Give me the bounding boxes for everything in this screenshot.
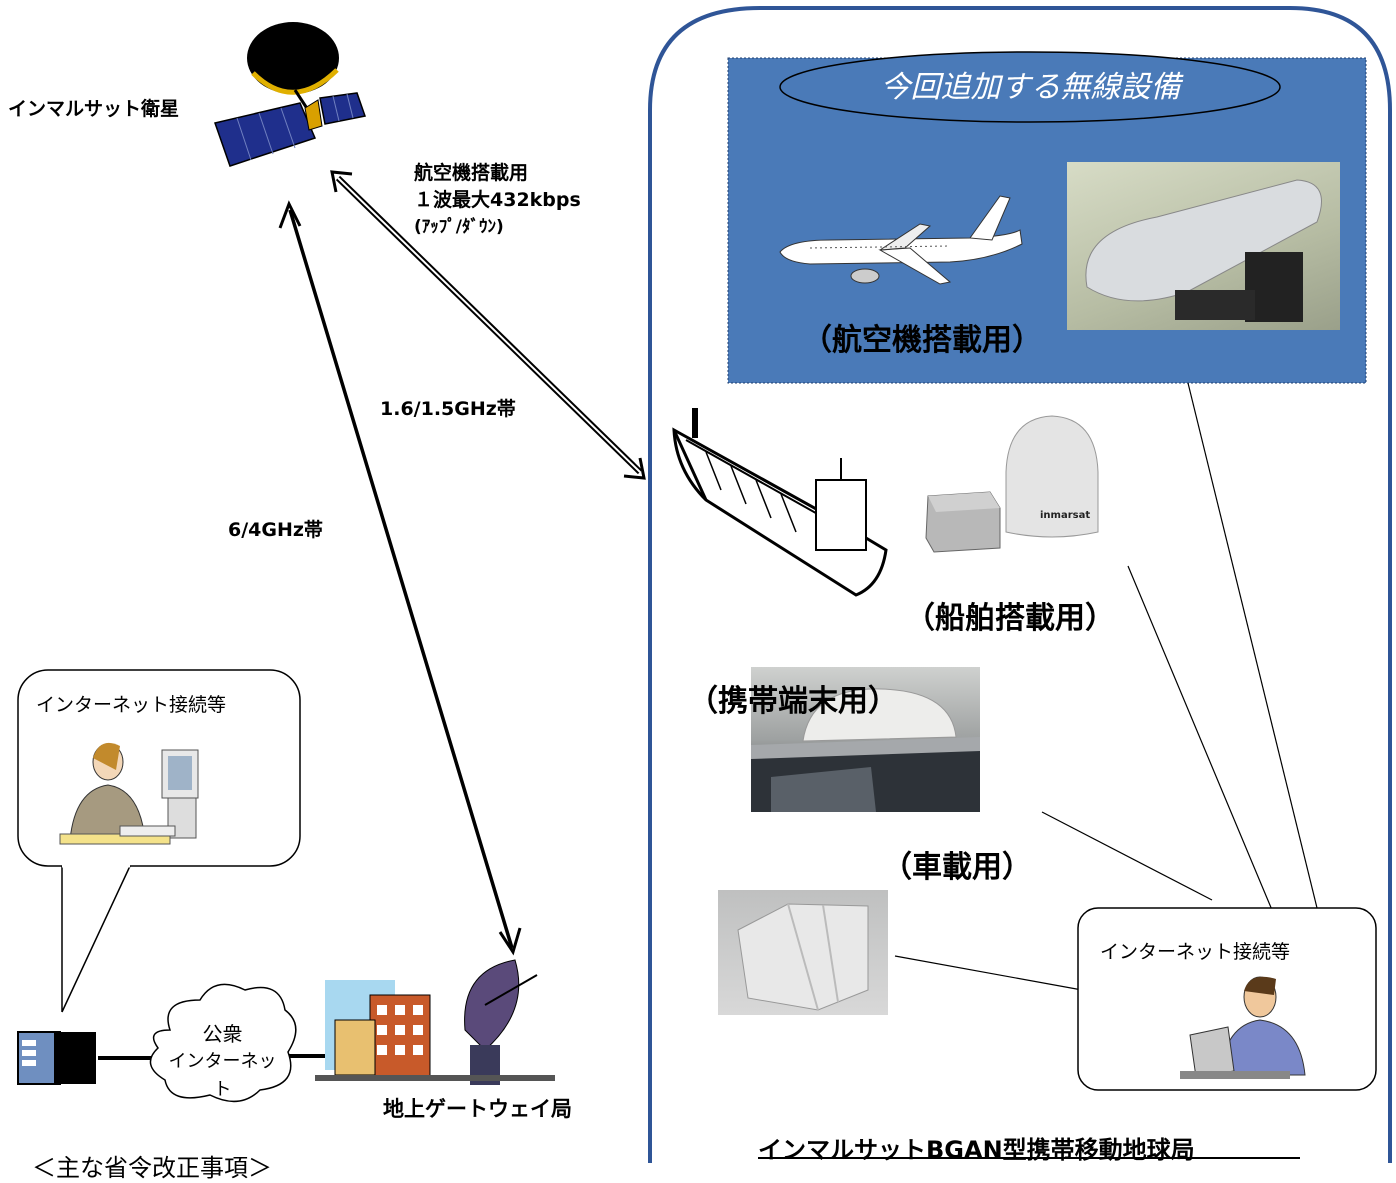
aircraft-link-line2: １波最大432kbps <box>414 189 581 211</box>
aircraft-label: （航空機搭載用） <box>802 323 1042 358</box>
feeder-link-arrow <box>278 200 522 956</box>
satellite-label: インマルサット衛星 <box>8 98 180 120</box>
left-bubble-text: インターネット接続等 <box>36 694 227 716</box>
vehicle-antenna-photo <box>751 667 980 812</box>
office-worker-icon <box>59 742 199 845</box>
mobile-band-label: 1.6/1.5GHz帯 <box>380 398 516 420</box>
bgan-panel-border <box>648 6 1392 1163</box>
vehicle-label: （車載用） <box>882 850 1032 885</box>
public-internet-line2: インターネット <box>168 1051 277 1100</box>
aircraft-link-line3: (ｱｯﾌﾟ/ﾀﾞｳﾝ) <box>414 217 504 237</box>
gateway-label: 地上ゲートウェイ局 <box>383 1097 572 1121</box>
satellite-icon <box>214 22 366 167</box>
ship-terminal-photo <box>920 488 1005 556</box>
aircraft-antenna-photo <box>1067 162 1340 330</box>
internet-box-label: インターネット接続等 <box>1100 941 1291 963</box>
inmarsat-logo: inmarsat <box>1040 510 1091 521</box>
internet-box-frame <box>1077 907 1377 1091</box>
laptop-user-icon <box>1180 976 1306 1079</box>
feeder-band-label: 6/4GHz帯 <box>228 519 323 541</box>
ship-icon <box>672 408 888 597</box>
mobile-link-arrow <box>330 170 646 480</box>
gateway-station-icon <box>315 959 555 1085</box>
public-internet-label: 公衆 インターネット <box>160 1020 285 1104</box>
aircraft-link-label: 航空機搭載用 １波最大432kbps (ｱｯﾌﾟ/ﾀﾞｳﾝ) <box>414 160 581 241</box>
portable-label: （携帯端末用） <box>688 684 898 719</box>
new-equipment-ellipse: 今回追加する無線設備 <box>778 50 1283 124</box>
footnote-text: ＜主な省令改正事項＞ <box>32 1154 272 1182</box>
aircraft-link-line1: 航空機搭載用 <box>414 162 529 184</box>
server-icon <box>16 1026 98 1088</box>
connector-lines <box>894 382 1319 991</box>
public-internet-line1: 公衆 <box>202 1022 243 1046</box>
bgan-footer-title: インマルサットBGAN型携帯移動地球局 <box>758 1136 1195 1164</box>
airplane-icon <box>779 195 1023 285</box>
public-internet-cloud <box>149 983 297 1103</box>
ship-radome-photo: inmarsat <box>1002 412 1102 542</box>
ship-label: （船舶搭載用） <box>905 601 1115 636</box>
new-equipment-title: 今回追加する無線設備 <box>880 70 1181 105</box>
portable-terminal-photo <box>718 890 888 1015</box>
